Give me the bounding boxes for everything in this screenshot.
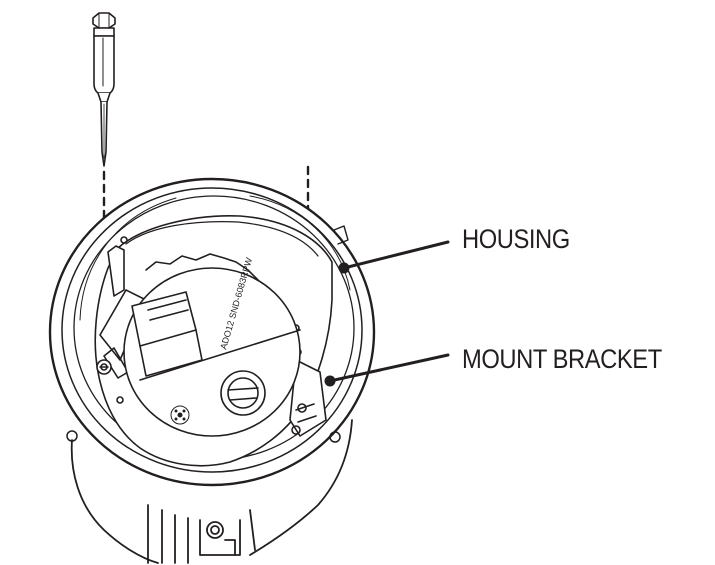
speaker-grille [170, 405, 190, 425]
callout-leaders [324, 240, 450, 387]
left-screw [96, 359, 112, 375]
bracket-leader-dot [324, 375, 336, 387]
housing-leader-line [342, 240, 450, 270]
housing-leader-dot [338, 262, 350, 274]
bracket-leader-line [328, 353, 450, 383]
screwdriver [92, 12, 116, 167]
housing-label: HOUSING [462, 224, 570, 254]
housing-body [70, 419, 353, 564]
camera-base: ADO12 SND-6083RPW [123, 253, 301, 437]
mount-bracket-label: MOUNT BRACKET [462, 344, 662, 374]
cable-gland [220, 370, 266, 416]
